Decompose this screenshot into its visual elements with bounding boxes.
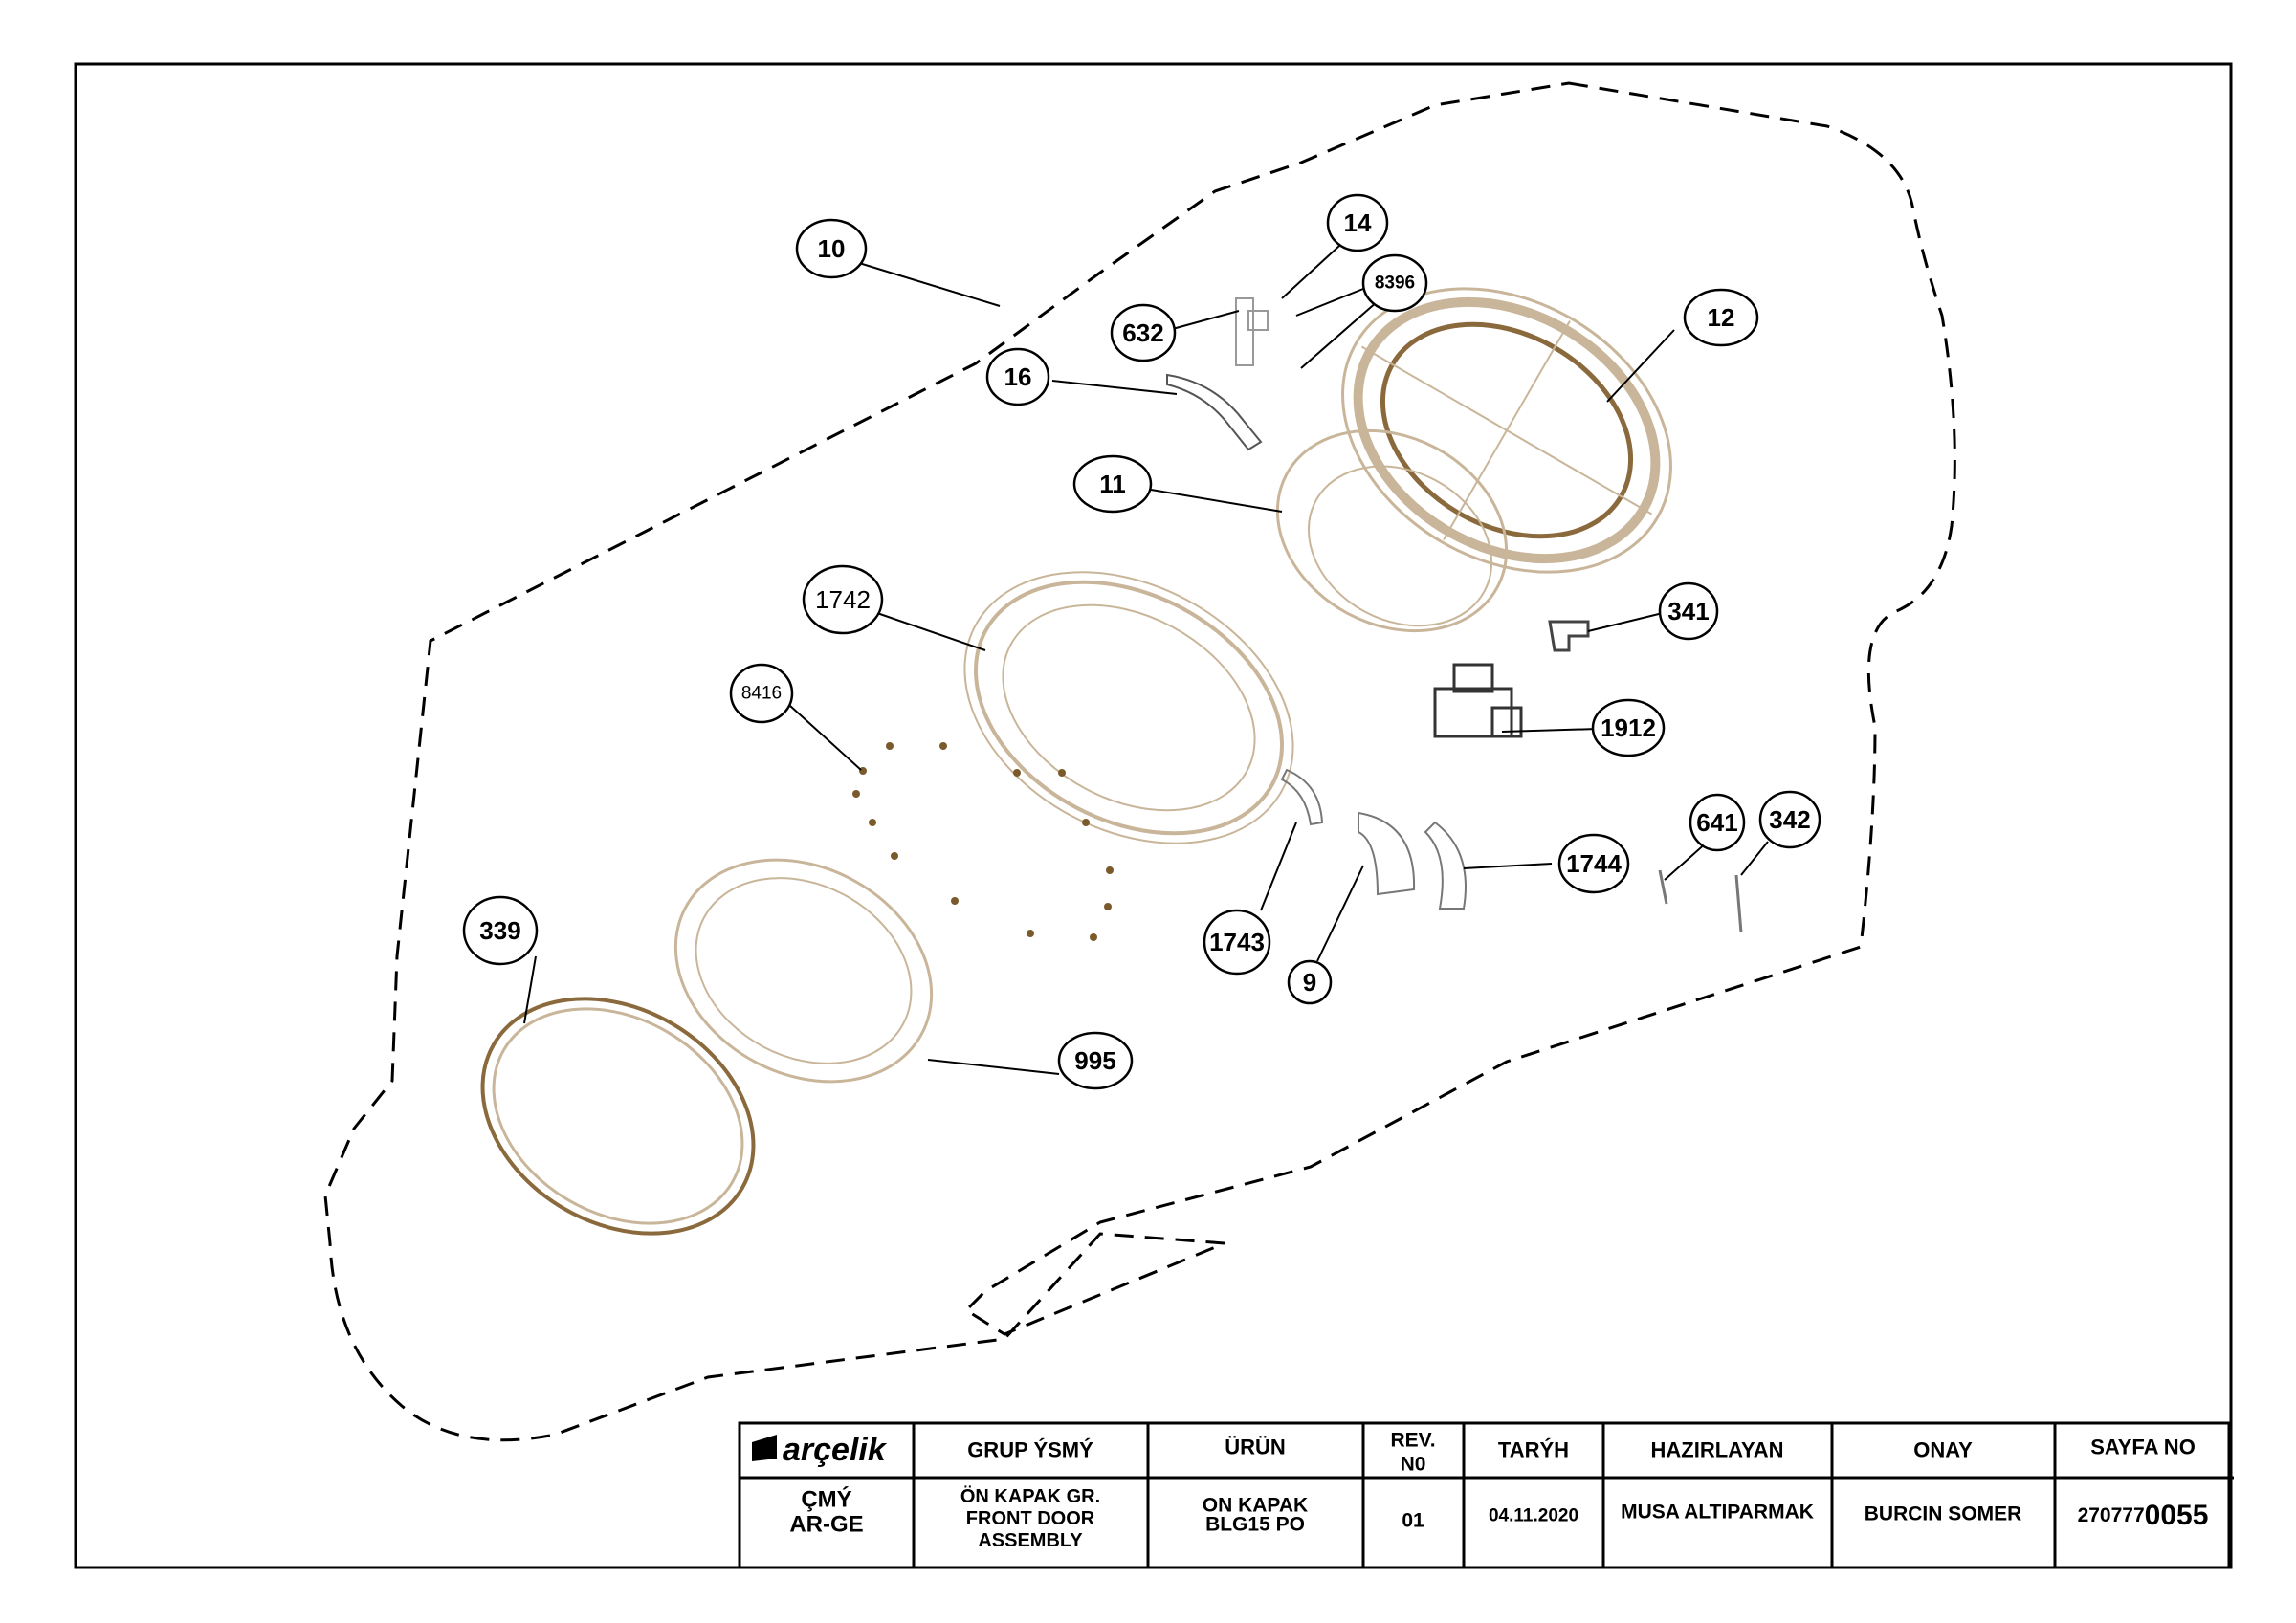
callout-16-label: 16 xyxy=(1004,362,1032,391)
part-8416-screws xyxy=(852,742,1114,941)
part-341-door-hook xyxy=(1548,620,1590,652)
callout-1743-label: 1743 xyxy=(1209,928,1265,956)
callout-339-label: 339 xyxy=(479,916,520,945)
callout-641-label: 641 xyxy=(1696,808,1737,837)
header-prepared-by: HAZIRLAYAN xyxy=(1651,1438,1784,1462)
callout-342-label: 342 xyxy=(1769,805,1810,834)
part-11-door-glass xyxy=(1275,428,1509,633)
callout-339-bubble xyxy=(462,895,539,966)
callout-8416-label: 8416 xyxy=(741,684,782,704)
part-16-handle xyxy=(1166,373,1263,451)
callout-9-bubble xyxy=(1287,959,1333,1005)
callout-8396-bubble xyxy=(1361,253,1428,313)
part-1742-door-frame xyxy=(963,571,1294,844)
group-line3: ASSEMBLY xyxy=(978,1530,1083,1551)
callout-1912-bubble xyxy=(1591,698,1666,757)
callout-14-bubble xyxy=(1326,193,1389,252)
callout-341-label: 341 xyxy=(1667,597,1709,625)
callout-16-bubble xyxy=(985,347,1050,406)
header-date: TARÝH xyxy=(1498,1438,1569,1462)
callout-10-bubble xyxy=(795,218,868,279)
callout-1744-bubble xyxy=(1557,833,1630,894)
drawing-frame xyxy=(74,62,2233,1569)
group-line1: ÖN KAPAK GR. xyxy=(960,1485,1100,1507)
group-line2: FRONT DOOR xyxy=(966,1508,1095,1529)
callout-8396-label: 8396 xyxy=(1375,274,1415,294)
callouts xyxy=(462,193,1821,1090)
approval-value: BURCIN SOMER xyxy=(1865,1503,2022,1525)
product-line1: ON KAPAK xyxy=(1203,1495,1308,1517)
callout-11-bubble xyxy=(1072,454,1153,514)
part-1743-cover xyxy=(1280,768,1324,826)
callout-1742-bubble xyxy=(802,564,884,635)
part-1744-cover xyxy=(1424,821,1467,910)
callout-1742-label: 1742 xyxy=(815,585,871,614)
logo-mark-icon xyxy=(752,1435,777,1461)
part-14-hinge xyxy=(1235,297,1269,366)
assembly-boundary xyxy=(323,81,1956,1442)
dept-line1: ÇMÝ xyxy=(801,1486,851,1513)
page-prefix: 270777 xyxy=(2078,1504,2145,1526)
callout-1743-bubble xyxy=(1203,909,1271,976)
callout-14-label: 14 xyxy=(1344,208,1372,237)
callout-9-label: 9 xyxy=(1303,968,1316,997)
callout-11-label: 11 xyxy=(1099,470,1126,498)
callout-12-label: 12 xyxy=(1708,303,1735,332)
header-group-name: GRUP ÝSMÝ xyxy=(967,1438,1093,1462)
callout-995-label: 995 xyxy=(1074,1046,1115,1075)
product-line2: BLG15 PO xyxy=(1205,1514,1305,1536)
part-641-pin xyxy=(1658,869,1668,905)
leader-lines xyxy=(523,245,1769,1075)
callout-1744-label: 1744 xyxy=(1566,849,1622,878)
part-339-outer-ring xyxy=(480,997,756,1236)
callout-labels: 10 14 8396 632 12 16 11 1742 341 8416 19… xyxy=(479,208,1810,1075)
header-rev-line1: REV. xyxy=(1390,1430,1435,1452)
prepared-by-value: MUSA ALTIPARMAK xyxy=(1621,1502,1814,1524)
callout-342-bubble xyxy=(1758,790,1821,849)
dept-line2: AR-GE xyxy=(789,1512,863,1538)
rev-value: 01 xyxy=(1402,1510,1424,1532)
callout-632-label: 632 xyxy=(1122,318,1163,347)
callout-341-bubble xyxy=(1658,581,1719,641)
callout-12-bubble xyxy=(1683,288,1759,347)
header-approval: ONAY xyxy=(1913,1438,1973,1462)
date-value: 04.11.2020 xyxy=(1489,1506,1578,1526)
header-page-no: SAYFA NO xyxy=(2090,1436,2196,1459)
callout-8416-bubble xyxy=(729,663,794,724)
page-number: 2707770055 xyxy=(2078,1500,2209,1531)
callout-632-bubble xyxy=(1110,303,1177,362)
header-rev-line2: N0 xyxy=(1401,1454,1426,1476)
part-342-pin xyxy=(1734,874,1743,933)
callout-10-label: 10 xyxy=(818,234,846,263)
title-block: arçelik GRUP ÝSMÝ ÜRÜN REV. N0 TARÝH HAZ… xyxy=(738,1421,2234,1569)
header-product: ÜRÜN xyxy=(1225,1436,1286,1459)
callout-1912-label: 1912 xyxy=(1601,713,1656,742)
page-suffix: 0055 xyxy=(2145,1500,2209,1531)
callout-995-bubble xyxy=(1057,1031,1134,1090)
callout-641-bubble xyxy=(1689,793,1746,852)
logo-text: arçelik xyxy=(783,1432,888,1468)
arcelik-logo: arçelik xyxy=(752,1432,888,1468)
part-995-front-ring xyxy=(673,858,934,1084)
part-12-inner-frame xyxy=(1341,287,1672,574)
part-9-cover xyxy=(1358,811,1416,896)
part-1912-door-lock xyxy=(1433,663,1523,738)
